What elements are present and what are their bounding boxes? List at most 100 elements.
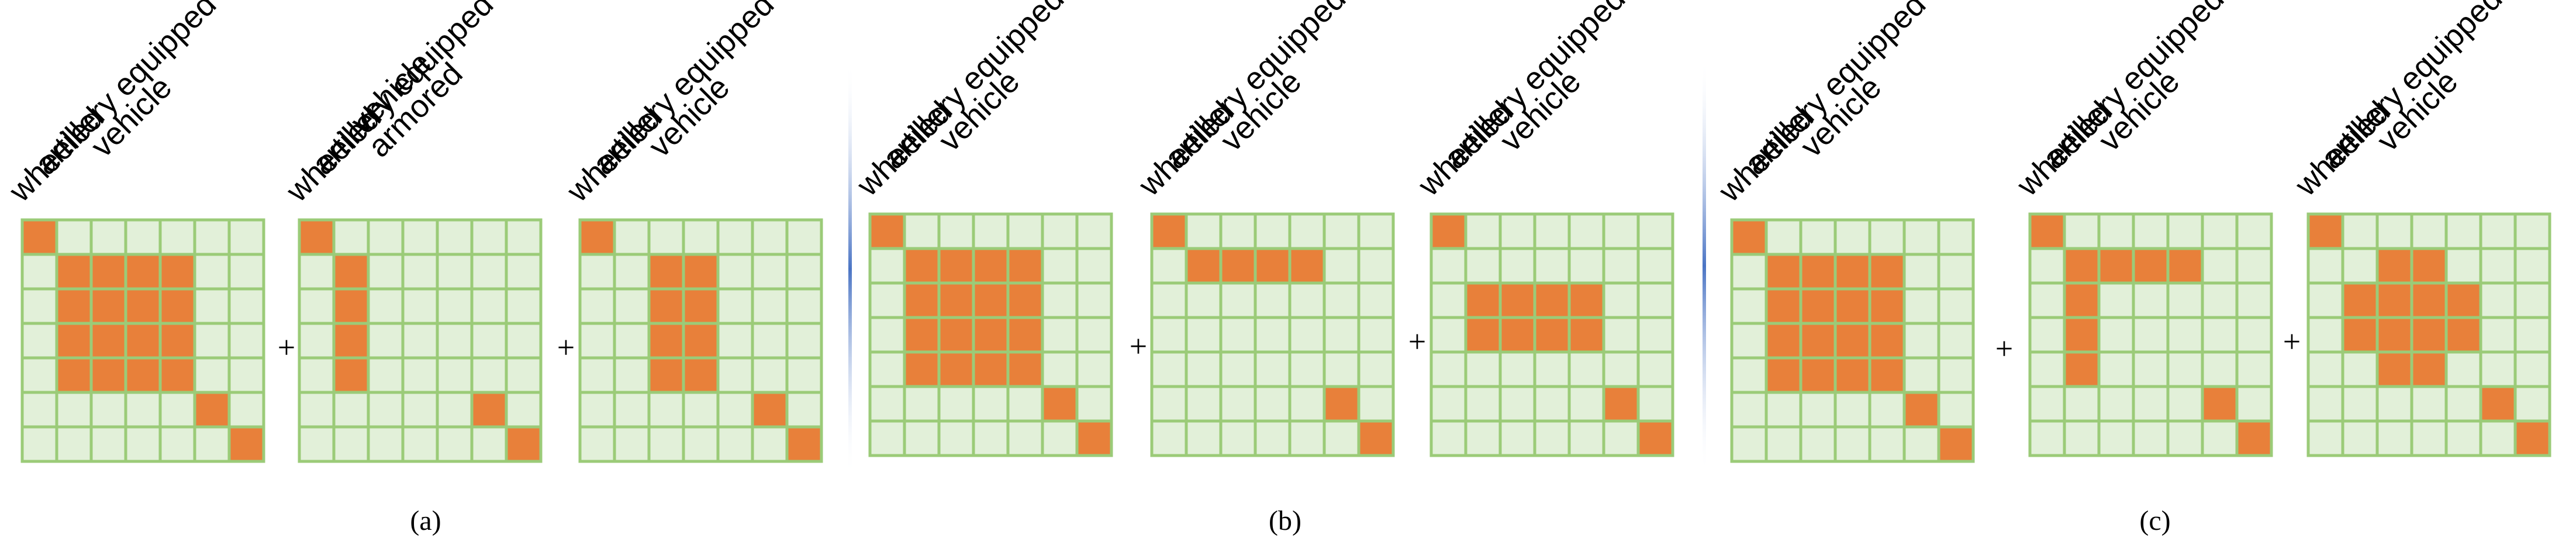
mask-cell <box>2306 419 2344 457</box>
mask-cell <box>903 212 941 250</box>
caption-b: (b) <box>1269 505 1301 536</box>
mask-cell <box>1041 212 1079 250</box>
mask-cell-filled <box>2063 316 2101 354</box>
mask-cell <box>2479 316 2517 354</box>
mask-cell <box>89 218 127 256</box>
mask-cell-filled <box>2410 281 2448 319</box>
mask-cell-filled <box>682 356 720 394</box>
mask-cell <box>578 356 616 394</box>
mask-cell <box>1567 385 1605 423</box>
mask-cell <box>2235 247 2273 285</box>
mask-cell-filled <box>1799 322 1837 360</box>
mask-cell-filled <box>972 350 1010 388</box>
mask-cell <box>1322 316 1360 354</box>
mask-cell-filled <box>682 253 720 291</box>
mask-cell <box>1533 350 1571 388</box>
mask-cell <box>1006 419 1044 457</box>
mask-cell <box>1730 253 1768 291</box>
mask-cell-filled <box>1764 287 1802 325</box>
mask-cell <box>1937 253 1975 291</box>
mask-cell <box>1730 287 1768 325</box>
mask-cell <box>367 391 405 429</box>
mask-cell-filled <box>1833 287 1871 325</box>
mask-cell <box>1498 419 1536 457</box>
mask-cell-filled <box>20 218 58 256</box>
mask-cell <box>193 322 231 360</box>
mask-cell <box>972 419 1010 457</box>
mask-cell-filled <box>972 281 1010 319</box>
mask-cell-filled <box>1833 322 1871 360</box>
mask-cell <box>613 322 651 360</box>
mask-cell <box>1464 350 1502 388</box>
mask-cell-filled <box>682 322 720 360</box>
mask-cell <box>2028 247 2066 285</box>
mask-cell <box>1254 281 1292 319</box>
mask-cell-filled <box>903 281 941 319</box>
mask-cell <box>2028 419 2066 457</box>
mask-cell <box>1150 350 1188 388</box>
mask-cell <box>401 391 439 429</box>
mask-cell <box>2097 385 2135 423</box>
mask-cell <box>1357 247 1395 285</box>
mask-cell <box>1288 419 1326 457</box>
mask-cell <box>1219 316 1257 354</box>
mask-cell <box>470 322 508 360</box>
mask-cell <box>505 322 543 360</box>
mask-cell-filled <box>1764 322 1802 360</box>
mask-cell <box>298 425 336 463</box>
mask-cell-filled <box>1185 247 1223 285</box>
mask-cell-filled <box>2375 316 2413 354</box>
mask-cell <box>2479 212 2517 250</box>
mask-cell <box>972 385 1010 423</box>
mask-cell <box>1902 287 1940 325</box>
mask-cell <box>2444 212 2482 250</box>
mask-cell <box>401 218 439 256</box>
mask-cell <box>751 322 789 360</box>
mask-cell <box>1498 385 1536 423</box>
mask-cell <box>578 391 616 429</box>
mask-cell <box>158 218 196 256</box>
mask-cell <box>1636 247 1674 285</box>
token-label: artillery equipped <box>1158 0 1352 175</box>
mask-cell-filled <box>785 425 823 463</box>
mask-cell-filled <box>578 218 616 256</box>
mask-cell-filled <box>55 287 93 325</box>
mask-cell-filled <box>1764 356 1802 394</box>
plus-sign-a2: + <box>557 330 575 365</box>
mask-cell <box>2097 419 2135 457</box>
mask-cell-filled <box>1764 253 1802 291</box>
mask-cell <box>2235 350 2273 388</box>
mask-cell <box>2513 212 2551 250</box>
mask-cell-filled <box>2063 247 2101 285</box>
mask-cell <box>1322 247 1360 285</box>
mask-cell <box>1868 391 1906 429</box>
mask-cell <box>1764 391 1802 429</box>
mask-cell <box>158 425 196 463</box>
mask-cell <box>716 356 754 394</box>
mask-cell-filled <box>1533 281 1571 319</box>
mask-cell <box>1833 425 1871 463</box>
token-label: artillery equipped <box>586 0 781 181</box>
mask-cell <box>1567 212 1605 250</box>
mask-cell-filled <box>1833 356 1871 394</box>
mask-cell-filled <box>1902 391 1940 429</box>
mask-cell <box>647 391 685 429</box>
mask-cell <box>470 356 508 394</box>
mask-cell <box>505 356 543 394</box>
mask-cell-filled <box>1429 212 1467 250</box>
mask-cell <box>193 356 231 394</box>
mask-cell <box>367 287 405 325</box>
mask-cell-filled <box>89 356 127 394</box>
mask-cell <box>1322 419 1360 457</box>
mask-cell <box>2513 316 2551 354</box>
mask-cell <box>2306 281 2344 319</box>
mask-cell <box>332 425 370 463</box>
divider-ab <box>848 61 852 477</box>
mask-cell-filled <box>505 425 543 463</box>
mask-cell-filled <box>1937 425 1975 463</box>
mask-cell <box>1219 385 1257 423</box>
plus-sign-b1: + <box>1130 329 1147 364</box>
